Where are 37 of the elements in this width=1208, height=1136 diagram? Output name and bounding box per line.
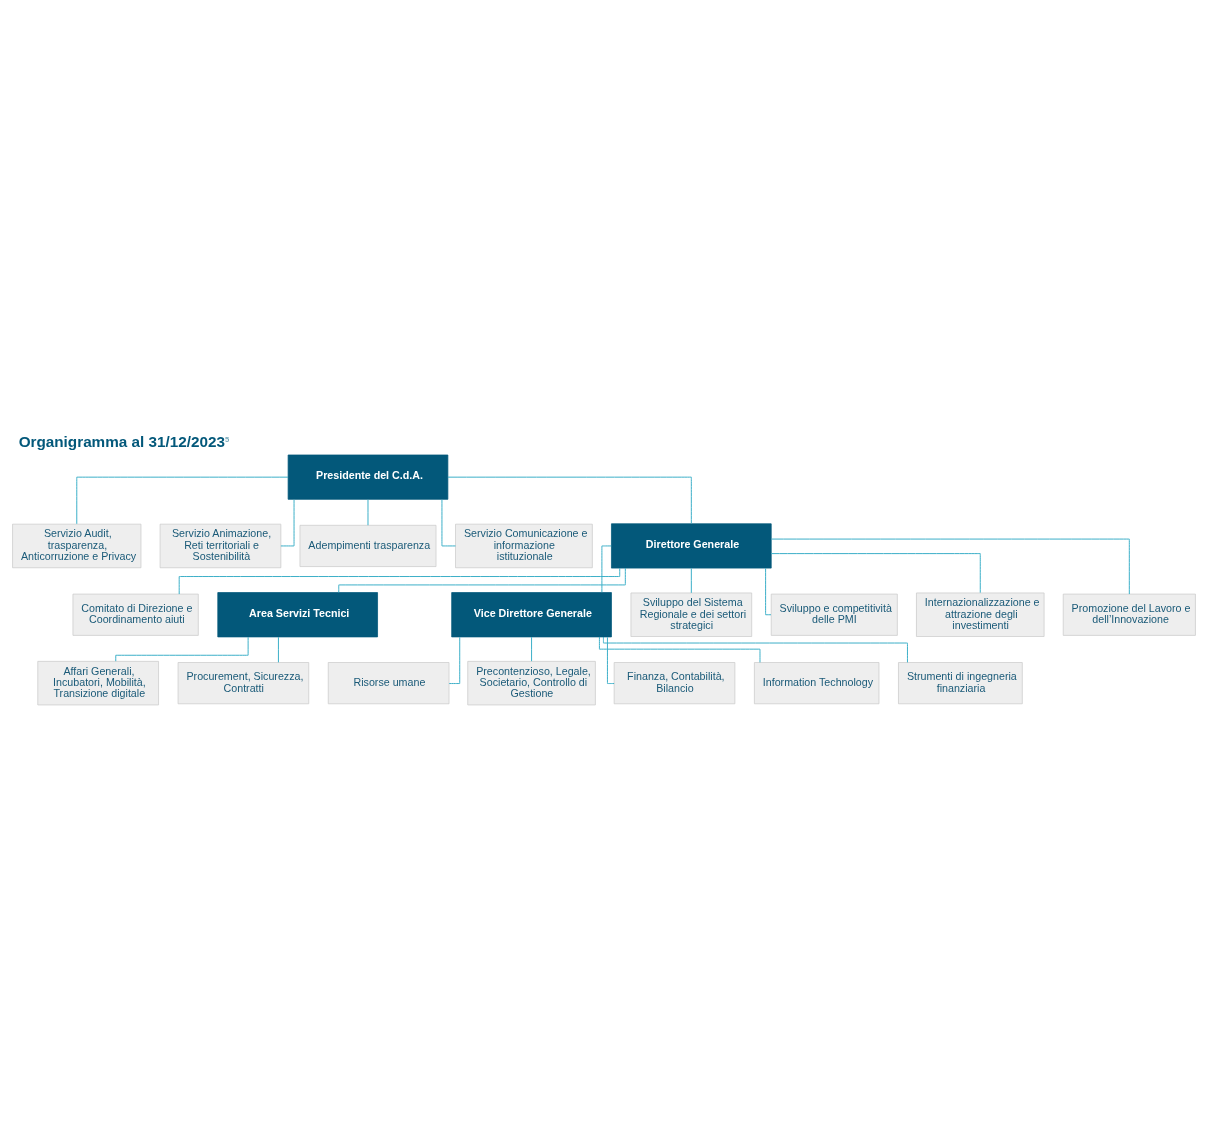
connector (606, 636, 615, 684)
node-box: Sviluppo e competitività delle PMI (770, 593, 898, 636)
connector (115, 636, 249, 662)
node-box: Information Technology (754, 661, 880, 704)
node-box: Affari Generali, Incubatori, Mobilità, Transizione digitale (37, 660, 159, 705)
connector (690, 567, 692, 593)
connector (447, 476, 692, 524)
node-box: Procurement, Sicurezza, Contratti (177, 661, 310, 704)
connector (598, 635, 761, 663)
node-box: Servizio Animazione, Reti territoriali e Sostenibilità (159, 523, 282, 568)
connector (602, 636, 908, 663)
node-box: Servizio Comunicazione e informazione istituzionale (455, 523, 593, 568)
node-box: Internazionalizzazione e attrazione degli investimenti (916, 592, 1045, 637)
node-box: Finanza, Contabilità, Bilancio (613, 661, 736, 704)
node-box: Adempimenti trasparenza (299, 524, 437, 567)
connector (770, 538, 1130, 595)
node-box: Area Servizi Tecnici (217, 591, 378, 637)
connector (770, 552, 981, 593)
connector (277, 636, 279, 663)
node-box: Direttore Generale (611, 522, 772, 568)
connector (338, 567, 626, 593)
node-box: Strumenti di ingegneria finanziaria (898, 661, 1023, 704)
node-box: Risorse umane (327, 661, 450, 704)
connector (76, 476, 289, 524)
node-box: Sviluppo del Sistema Regionale e dei settori strategici (630, 592, 753, 637)
connector (178, 567, 621, 595)
connector (367, 498, 369, 526)
node-box: Promozione del Lavoro e dell’Innovazione (1062, 593, 1196, 636)
connector (448, 636, 461, 684)
node-box: Precontenzioso, Legale, Societario, Controllo di Gestione (467, 660, 596, 705)
connector (601, 544, 612, 593)
node-box: Vice Direttore Generale (451, 591, 612, 637)
node-box: Servizio Audit, trasparenza, Anticorruzione e Privacy (12, 523, 142, 568)
node-box: Presidente del C.d.A. (287, 454, 449, 500)
node-box: Comitato di Direzione e Coordinamento aiuti (72, 593, 199, 636)
diagram-title: Organigramma al 31/12/2023$^{5}$ (18, 432, 230, 450)
connector (531, 636, 533, 662)
